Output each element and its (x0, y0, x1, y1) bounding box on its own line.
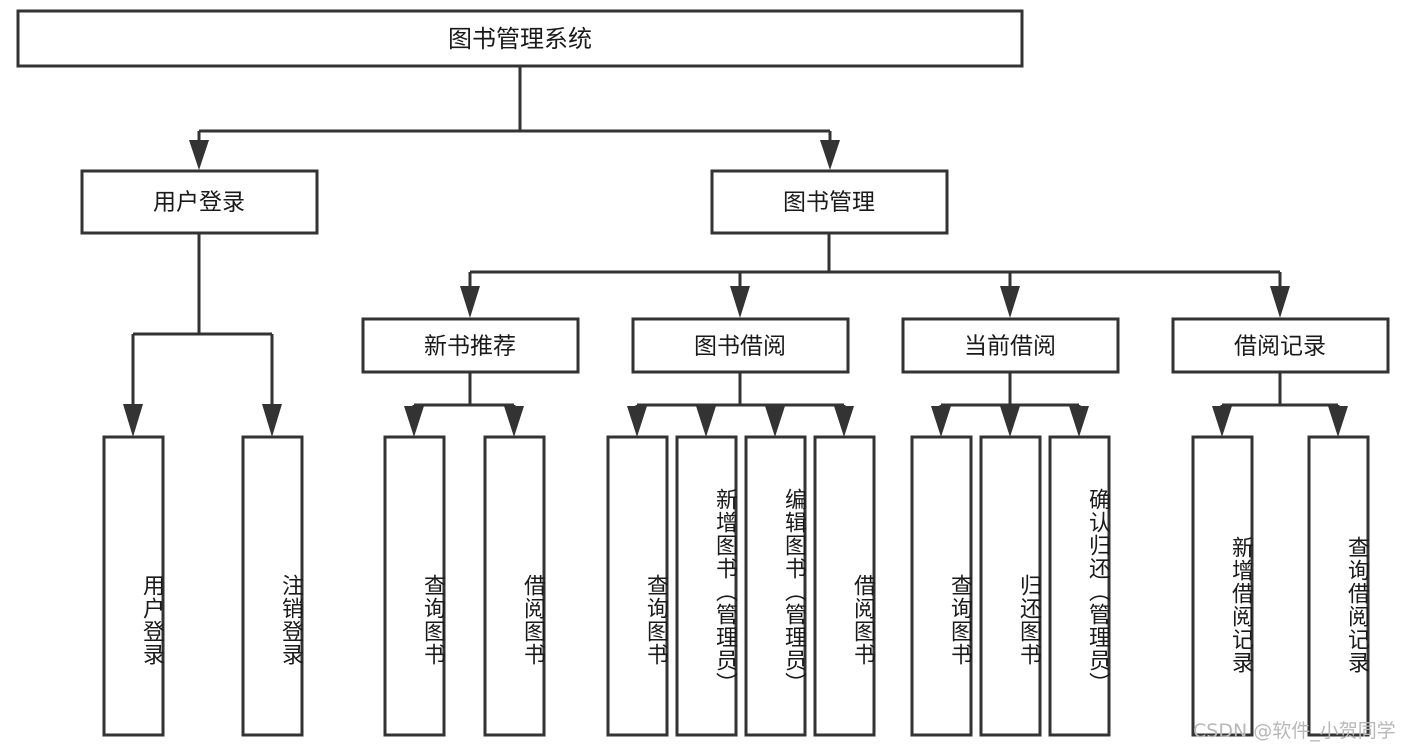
leaf-box-query-record[interactable] (1307, 435, 1370, 737)
node-user-login[interactable]: 用户登录 (80, 169, 319, 235)
arrow-book-borrow-leaf-4-icon (834, 406, 854, 437)
arrow-borrow-record-leaf-2-icon (1328, 406, 1348, 437)
leaf-box-return-book[interactable] (979, 435, 1042, 737)
arrow-book-borrow-leaf-1-icon (627, 406, 647, 437)
arrow-to-user-login-icon (189, 140, 209, 170)
current-borrow-box[interactable] (901, 317, 1120, 374)
arrow-book-borrow-leaf-2-icon (696, 406, 716, 437)
leaf-box-borrow-book-2[interactable] (813, 435, 876, 737)
borrow-record-box[interactable] (1171, 317, 1390, 374)
arrow-borrow-record-leaf-1-icon (1212, 406, 1232, 437)
arrow-book-borrow-leaf-3-icon (765, 406, 785, 437)
book-borrow-label: 图书借阅 (694, 334, 786, 360)
arrow-current-borrow-leaf-2-icon (1000, 406, 1020, 437)
leaf-box-query-book-3[interactable] (910, 435, 973, 737)
node-current-borrow[interactable]: 当前借阅 (901, 317, 1120, 374)
leaf-box-user-logout[interactable] (241, 435, 304, 737)
arrow-current-borrow-leaf-3-icon (1069, 406, 1089, 437)
node-book-borrow[interactable]: 图书借阅 (631, 317, 850, 374)
book-manage-box[interactable] (710, 169, 949, 235)
leaf-box-query-book-1[interactable] (383, 435, 446, 737)
node-borrow-record[interactable]: 借阅记录 (1171, 317, 1390, 374)
leaf-box-edit-book[interactable] (744, 435, 807, 737)
root-box[interactable] (16, 9, 1024, 68)
arrow-current-borrow-leaf-1-icon (931, 406, 951, 437)
current-borrow-label: 当前借阅 (964, 334, 1056, 360)
arrow-to-book-manage-icon (820, 140, 840, 170)
new-book-recommend-box[interactable] (361, 317, 580, 374)
leaf-box-query-book-2[interactable] (606, 435, 669, 737)
node-root[interactable]: 图书管理系统 (16, 9, 1024, 68)
arrow-to-current-borrow-icon (1000, 286, 1020, 318)
arrow-to-book-borrow-icon (730, 286, 750, 318)
csdn-watermark: CSDN @软件_小贺同学 (1193, 720, 1396, 742)
arrow-new-book-leaf-1-icon (404, 406, 424, 437)
user-login-label: 用户登录 (153, 190, 245, 216)
book-manage-label: 图书管理 (783, 190, 875, 216)
leaf-box-add-book[interactable] (675, 435, 738, 737)
node-new-book-recommend[interactable]: 新书推荐 (361, 317, 580, 374)
arrow-to-borrow-record-icon (1270, 286, 1290, 318)
node-book-manage[interactable]: 图书管理 (710, 169, 949, 235)
leaf-box-borrow-book-1[interactable] (483, 435, 546, 737)
book-borrow-box[interactable] (631, 317, 850, 374)
root-label: 图书管理系统 (448, 25, 592, 53)
arrow-user-login-leaf-1-icon (123, 404, 143, 437)
leaf-box-confirm-return[interactable] (1048, 435, 1111, 737)
borrow-record-label: 借阅记录 (1234, 334, 1326, 360)
leaf-box-add-record[interactable] (1191, 435, 1254, 737)
leaf-box-user-login[interactable] (102, 435, 165, 737)
arrow-user-login-leaf-2-icon (262, 404, 282, 437)
arrow-to-new-book-icon (460, 286, 480, 318)
new-book-recommend-label: 新书推荐 (424, 334, 516, 360)
arrow-new-book-leaf-2-icon (504, 406, 524, 437)
